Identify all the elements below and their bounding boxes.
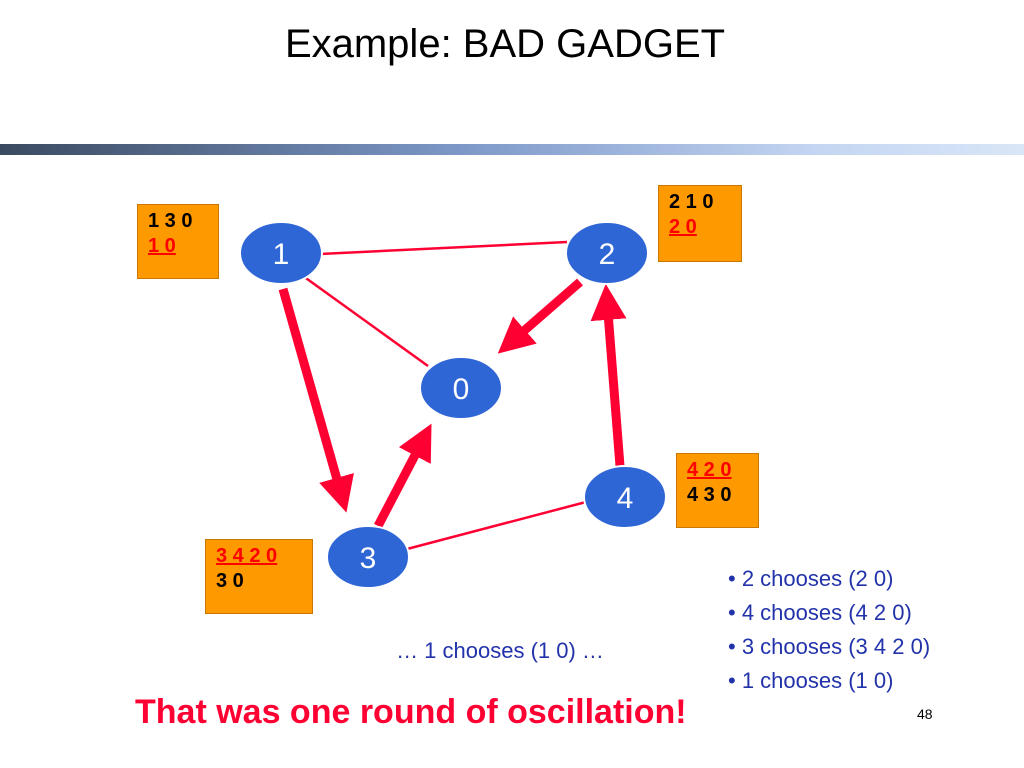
node-1: 1 xyxy=(239,221,323,285)
oscillation-footer: That was one round of oscillation! xyxy=(135,693,687,731)
node-2: 2 xyxy=(565,221,649,285)
slide-title: Example: BAD GADGET xyxy=(284,22,726,66)
list-item: 2 chooses (2 0) xyxy=(728,562,930,596)
path-box-node-4-line-1: 4 2 0 xyxy=(687,459,732,481)
node-3: 3 xyxy=(326,525,410,589)
node-3-label: 3 xyxy=(360,542,377,575)
page-number: 48 xyxy=(917,706,933,722)
node-4: 4 xyxy=(583,465,667,529)
edge-3-4 xyxy=(406,500,587,551)
path-box-node-1-line-1: 1 3 0 xyxy=(148,210,193,232)
arrow-3-to-0 xyxy=(374,423,432,529)
oscillation-caption: … 1 chooses (1 0) … xyxy=(396,638,604,663)
choices-list: 2 chooses (2 0) 4 chooses (4 2 0) 3 choo… xyxy=(728,562,930,698)
path-box-node-3: 3 4 2 0 3 0 xyxy=(205,539,313,614)
arrow-4-to-2 xyxy=(590,283,627,467)
node-0-label: 0 xyxy=(453,373,470,406)
list-item: 1 chooses (1 0) xyxy=(728,664,930,698)
edge-1-0 xyxy=(302,274,429,368)
arrow-2-to-0 xyxy=(497,278,583,354)
list-item: 3 chooses (3 4 2 0) xyxy=(728,630,930,664)
node-0: 0 xyxy=(419,356,503,420)
node-2-label: 2 xyxy=(599,238,616,271)
node-4-label: 4 xyxy=(617,482,634,515)
node-1-label: 1 xyxy=(273,238,290,271)
path-box-node-2-line-1: 2 1 0 xyxy=(669,191,714,213)
path-box-node-3-line-2: 3 0 xyxy=(216,570,244,592)
path-box-node-4-line-2: 4 3 0 xyxy=(687,484,732,506)
list-item: 4 chooses (4 2 0) xyxy=(728,596,930,630)
path-box-node-2: 2 1 0 2 0 xyxy=(658,185,742,262)
path-box-node-4: 4 2 0 4 3 0 xyxy=(676,453,759,528)
title-divider xyxy=(0,144,1024,155)
path-box-node-3-line-1: 3 4 2 0 xyxy=(216,545,278,567)
path-box-node-2-line-2: 2 0 xyxy=(669,216,697,238)
arrow-1-to-3 xyxy=(278,287,354,513)
path-box-node-1-line-2: 1 0 xyxy=(148,235,176,257)
edge-1-2 xyxy=(319,240,568,256)
path-box-node-1: 1 3 0 1 0 xyxy=(137,204,219,279)
